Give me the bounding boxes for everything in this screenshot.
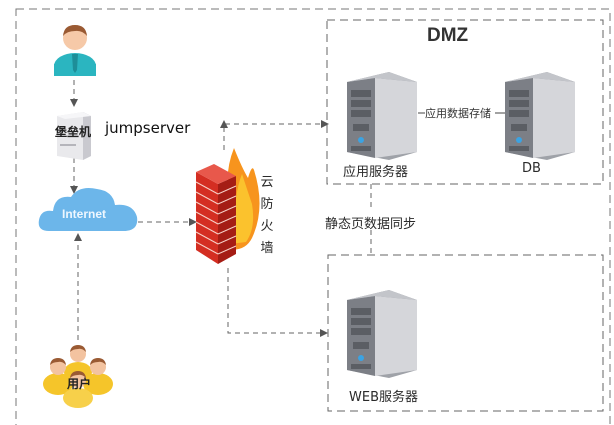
static-sync-edge-label: 静态页数据同步	[325, 217, 417, 232]
internet-node	[37, 185, 139, 235]
web-server-label: WEB服务器	[349, 390, 418, 405]
server-icon	[347, 72, 417, 160]
bastion-node	[53, 110, 95, 160]
firewall-node	[192, 148, 262, 266]
jumpserver-label: jumpserver	[105, 119, 191, 137]
app-server-node	[345, 68, 419, 160]
firewall-label-char: 墙	[260, 241, 274, 256]
users-label: 用户	[67, 377, 92, 391]
outer-boundary	[15, 8, 611, 425]
db-label: DB	[522, 161, 541, 176]
admin-person-node	[52, 22, 98, 79]
server-icon	[505, 72, 575, 160]
db-node	[503, 68, 577, 160]
app-db-edge-label: 应用数据存储	[425, 107, 491, 120]
web-server-node	[345, 286, 419, 378]
edge-firewall-web	[227, 268, 328, 337]
firewall-label-char: 云	[260, 175, 274, 190]
cloud-icon	[38, 188, 138, 231]
internet-label: Internet	[62, 207, 107, 221]
firewall-icon	[195, 148, 260, 264]
user-group-icon	[43, 345, 113, 408]
users-node	[40, 340, 116, 408]
dmz-zone-boundary	[326, 19, 604, 185]
firewall-label-char: 火	[260, 219, 274, 234]
person-icon	[54, 25, 96, 79]
server-tower-icon	[57, 112, 91, 160]
edge-firewall-app	[223, 120, 329, 150]
app-server-label: 应用服务器	[343, 165, 409, 180]
server-icon	[347, 290, 417, 378]
bastion-label: 堡垒机	[55, 125, 92, 139]
firewall-label-char: 防	[260, 197, 274, 212]
firewall-label: 云 防 火 墙	[259, 172, 275, 260]
dmz-title: DMZ	[427, 25, 469, 46]
web-zone-boundary	[327, 254, 604, 412]
